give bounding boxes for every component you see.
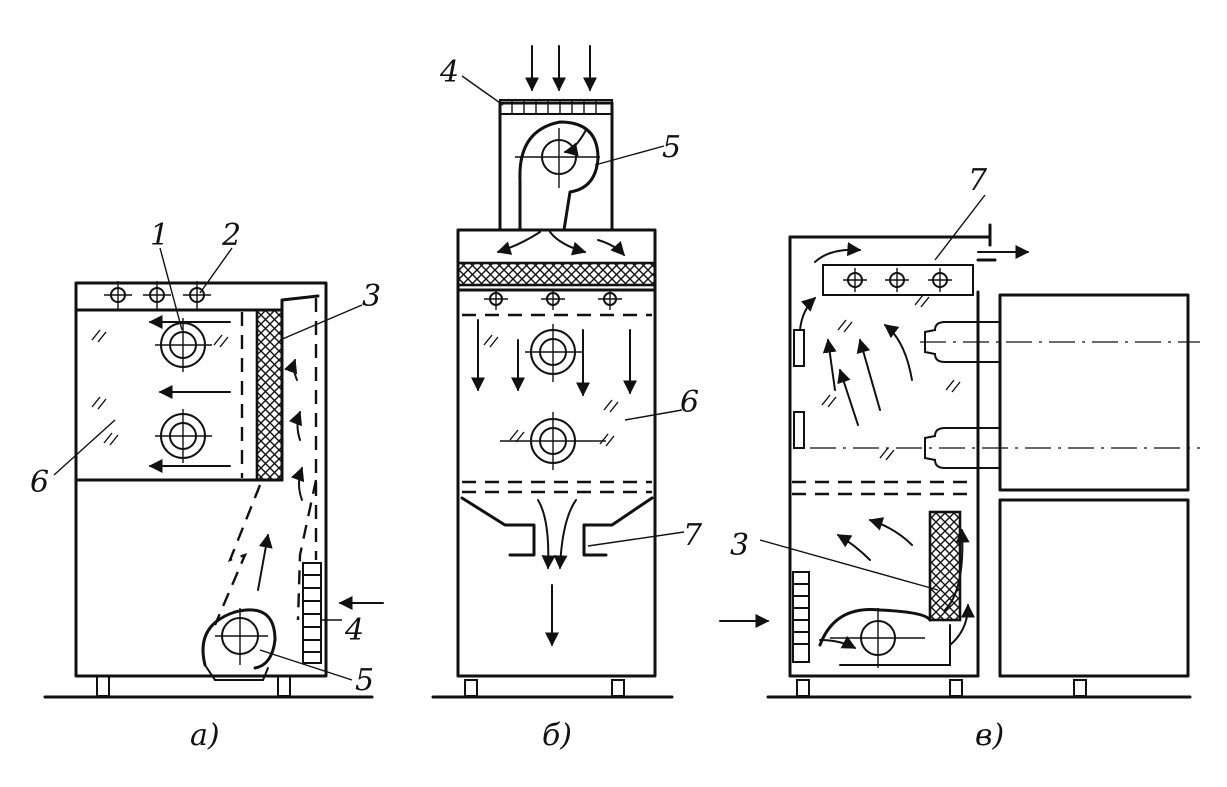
fan bbox=[201, 608, 277, 681]
label-3: 3 bbox=[362, 279, 381, 314]
foot bbox=[96, 675, 110, 697]
foot bbox=[464, 679, 478, 697]
leader-lines bbox=[461, 75, 685, 547]
cabinet-body bbox=[74, 281, 328, 678]
work-object bbox=[500, 412, 606, 470]
label-4: 4 bbox=[439, 55, 459, 90]
foot bbox=[1073, 679, 1087, 697]
panel-v: 7 3 в) bbox=[719, 163, 1200, 753]
hepa-filter bbox=[456, 261, 657, 287]
intake-grille-top bbox=[499, 99, 613, 115]
glass-hatch-marks bbox=[821, 294, 961, 461]
label-6: 6 bbox=[680, 385, 699, 420]
fan bbox=[515, 120, 600, 232]
hepa-filter bbox=[928, 510, 962, 622]
airflow-arrows bbox=[471, 45, 637, 647]
side-vent bbox=[793, 411, 805, 449]
work-object bbox=[525, 324, 582, 382]
label-1: 1 bbox=[150, 218, 169, 253]
exhaust-hopper-left bbox=[460, 496, 536, 557]
label-2: 2 bbox=[221, 218, 241, 253]
airflow-arrows bbox=[719, 242, 1030, 649]
side-vent bbox=[793, 329, 805, 367]
glass-hatch-marks bbox=[483, 334, 619, 447]
label-7: 7 bbox=[683, 518, 703, 553]
cabinet-body bbox=[456, 228, 657, 678]
label-6: 6 bbox=[30, 465, 49, 500]
intake-grille bbox=[302, 562, 322, 664]
lamp-strip bbox=[822, 264, 974, 296]
label-5: 5 bbox=[355, 663, 374, 698]
lamp-row bbox=[104, 281, 211, 309]
panel-caption-b: б) bbox=[542, 718, 572, 753]
work-object bbox=[155, 409, 212, 463]
exhaust-hopper-right bbox=[582, 496, 654, 557]
nozzle bbox=[920, 321, 1200, 363]
lamp-row bbox=[843, 268, 952, 292]
foot bbox=[949, 679, 963, 697]
panel-caption-a: а) bbox=[190, 718, 220, 753]
air-duct-wall bbox=[280, 294, 320, 482]
panel-b: 4 5 6 7 б) bbox=[431, 45, 703, 753]
glass-hatch-marks bbox=[91, 329, 229, 446]
foot bbox=[611, 679, 625, 697]
duct-diagonal bbox=[213, 484, 262, 626]
duct-diagonal-2 bbox=[296, 479, 318, 621]
leader-lines bbox=[759, 194, 986, 591]
label-7: 7 bbox=[968, 163, 988, 198]
foot bbox=[796, 679, 810, 697]
panel-caption-v: в) bbox=[975, 718, 1004, 753]
adjacent-equipment-lower bbox=[998, 498, 1190, 678]
label-5: 5 bbox=[662, 130, 681, 165]
label-3: 3 bbox=[730, 528, 749, 563]
airflow-arrows bbox=[148, 315, 384, 610]
nozzle bbox=[810, 427, 1200, 469]
leader-lines bbox=[53, 247, 363, 681]
hepa-filter bbox=[255, 308, 284, 482]
fan bbox=[818, 607, 951, 668]
adjacent-equipment-upper bbox=[998, 293, 1190, 492]
intake-grille bbox=[792, 571, 810, 663]
work-object bbox=[155, 318, 212, 372]
label-4: 4 bbox=[344, 613, 364, 648]
foot bbox=[277, 675, 291, 697]
lamp-row bbox=[484, 289, 622, 310]
panel-a: 1 2 3 4 5 6 а) bbox=[30, 218, 384, 753]
